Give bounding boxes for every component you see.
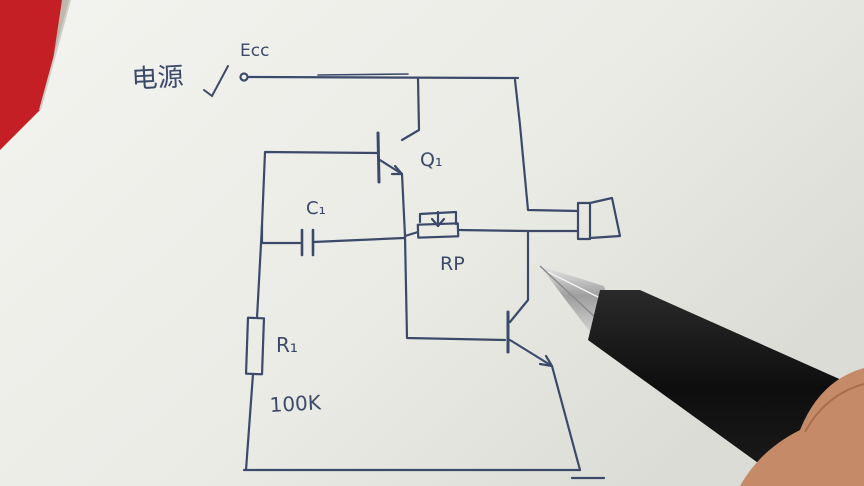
r1-value-label: 100K	[269, 390, 322, 417]
q1-collector-wire	[400, 76, 421, 142]
rp-wiper-tap	[418, 210, 458, 226]
rp-left-wire	[403, 230, 420, 238]
circuit-diagram	[239, 72, 622, 480]
finger	[740, 368, 864, 486]
c1-label: C₁	[306, 198, 326, 219]
c1-right-wire	[311, 236, 406, 244]
r1-label: R₁	[276, 333, 298, 357]
red-object	[0, 0, 62, 160]
source-note-label: 电源	[131, 62, 185, 95]
speaker-wire-top	[513, 78, 580, 213]
paper-edge	[39, 0, 71, 111]
q1-base-wire	[260, 150, 380, 227]
rp-wiper	[430, 210, 446, 228]
q1-label: Q₁	[420, 149, 443, 171]
speaker-body	[576, 201, 592, 241]
rp-label: RP	[440, 253, 465, 275]
q2-collector	[508, 229, 530, 324]
q2-base-wire	[403, 234, 507, 342]
top-rail	[246, 75, 520, 80]
speaker-cone	[588, 196, 622, 240]
q1-base-bar	[376, 131, 381, 184]
rp-right-wire	[456, 228, 530, 233]
r1-top-wire	[255, 223, 264, 320]
source-note-tick	[203, 65, 229, 98]
vcc-label: Ecc	[240, 41, 269, 61]
r1-bottom-wire	[244, 372, 255, 472]
